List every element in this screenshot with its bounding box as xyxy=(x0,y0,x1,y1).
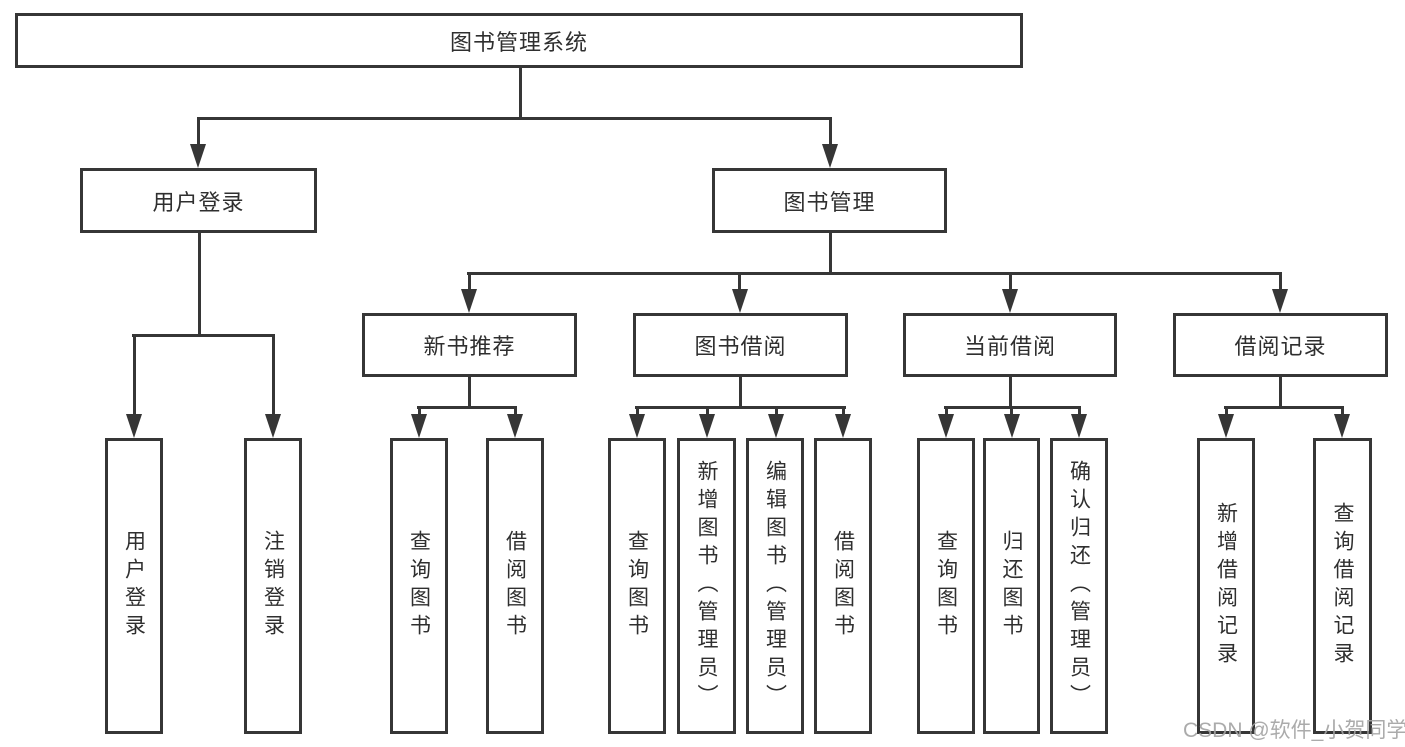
node-label: 编辑图书（管理员） xyxy=(763,460,787,712)
connector-to-book-mgmt xyxy=(829,117,832,149)
arrow-down-icon xyxy=(629,414,645,438)
arrow-down-icon xyxy=(411,414,427,438)
connector-bb-branch xyxy=(635,406,846,409)
node-leaf-rec-query-books: 查询图书 xyxy=(390,438,448,734)
node-user-login: 用户登录 xyxy=(80,168,317,233)
node-leaf-br-add-record: 新增借阅记录 xyxy=(1197,438,1255,734)
connector-cb-stem xyxy=(1009,375,1012,409)
node-leaf-bb-add-books-admin: 新增图书（管理员） xyxy=(677,438,736,734)
node-label: 借阅记录 xyxy=(1234,334,1327,359)
node-leaf-bb-edit-books-admin: 编辑图书（管理员） xyxy=(746,438,804,734)
node-leaf-cb-return-books: 归还图书 xyxy=(983,438,1040,734)
arrow-down-icon xyxy=(507,414,523,438)
node-leaf-bb-query-books: 查询图书 xyxy=(608,438,666,734)
arrow-down-icon xyxy=(1218,414,1234,438)
connector-book-mgmt-stem xyxy=(829,231,832,275)
connector-to-bb-edit xyxy=(775,406,778,418)
connector-to-cb-return xyxy=(1010,406,1013,418)
connector-to-new-book-rec xyxy=(468,272,471,294)
connector-to-br-query xyxy=(1341,406,1344,418)
connector-to-bb-add xyxy=(706,406,709,418)
node-label: 新增借阅记录 xyxy=(1214,502,1238,670)
node-leaf-user-login: 用户登录 xyxy=(105,438,163,734)
node-label: 新增图书（管理员） xyxy=(695,460,718,712)
arrow-down-icon xyxy=(768,414,784,438)
arrow-down-icon xyxy=(1002,289,1018,313)
node-leaf-cb-query-books: 查询图书 xyxy=(917,438,975,734)
node-label: 查询图书 xyxy=(934,530,958,642)
node-new-book-recommend: 新书推荐 xyxy=(362,313,577,377)
arrow-down-icon xyxy=(822,144,838,168)
arrow-down-icon xyxy=(699,414,715,438)
node-label: 用户登录 xyxy=(152,189,245,215)
connector-br-branch xyxy=(1224,406,1344,409)
arrow-down-icon xyxy=(1004,414,1020,438)
connector-user-login-branch xyxy=(132,334,275,337)
node-leaf-logout: 注销登录 xyxy=(244,438,302,734)
arrow-down-icon xyxy=(126,414,142,438)
node-label: 当前借阅 xyxy=(963,334,1056,359)
connector-to-bb-query xyxy=(636,406,639,418)
connector-bb-stem xyxy=(739,375,742,409)
connector-to-cb-confirm xyxy=(1078,406,1081,418)
node-label: 图书管理 xyxy=(783,189,876,215)
connector-root-stem xyxy=(519,65,522,120)
node-label: 用户登录 xyxy=(122,530,146,642)
node-leaf-bb-borrow-books: 借阅图书 xyxy=(814,438,872,734)
connector-to-leaf-logout xyxy=(272,334,275,418)
arrow-down-icon xyxy=(938,414,954,438)
node-book-management: 图书管理 xyxy=(712,168,947,233)
node-library-management-system: 图书管理系统 xyxy=(15,13,1023,68)
arrow-down-icon xyxy=(190,144,206,168)
node-label: 新书推荐 xyxy=(423,334,516,359)
arrow-down-icon xyxy=(732,289,748,313)
connector-rec-branch xyxy=(417,406,517,409)
connector-to-borrow-record xyxy=(1279,272,1282,294)
arrow-down-icon xyxy=(835,414,851,438)
node-leaf-rec-borrow-books: 借阅图书 xyxy=(486,438,544,734)
connector-level3-branch xyxy=(467,272,1282,275)
node-label: 图书借阅 xyxy=(694,334,787,359)
node-label: 借阅图书 xyxy=(831,530,855,642)
node-borrowing-records: 借阅记录 xyxy=(1173,313,1388,377)
node-leaf-br-query-record: 查询借阅记录 xyxy=(1313,438,1372,734)
node-label: 注销登录 xyxy=(261,530,285,642)
arrow-down-icon xyxy=(265,414,281,438)
connector-br-stem xyxy=(1279,375,1282,409)
node-label: 查询图书 xyxy=(407,530,431,642)
connector-to-rec-query xyxy=(418,406,421,418)
node-label: 确认归还（管理员） xyxy=(1067,460,1091,712)
node-label: 图书管理系统 xyxy=(449,29,588,55)
connector-to-leaf-user-login xyxy=(133,334,136,418)
node-current-borrowing: 当前借阅 xyxy=(903,313,1117,377)
connector-to-user-login xyxy=(197,117,200,149)
node-leaf-cb-confirm-return-admin: 确认归还（管理员） xyxy=(1050,438,1108,734)
arrow-down-icon xyxy=(1272,289,1288,313)
connector-to-rec-borrow xyxy=(514,406,517,418)
arrow-down-icon xyxy=(1071,414,1087,438)
arrow-down-icon xyxy=(461,289,477,313)
node-book-borrowing: 图书借阅 xyxy=(633,313,848,377)
connector-to-cb-query xyxy=(945,406,948,418)
connector-level2-branch xyxy=(197,117,832,120)
connector-user-login-stem xyxy=(198,231,201,336)
arrow-down-icon xyxy=(1334,414,1350,438)
node-label: 归还图书 xyxy=(1000,530,1023,642)
node-label: 借阅图书 xyxy=(503,530,527,642)
connector-to-bb-borrow xyxy=(842,406,845,418)
connector-to-book-borrow xyxy=(738,272,741,294)
connector-to-br-add xyxy=(1225,406,1228,418)
connector-to-current-borrow xyxy=(1009,272,1012,294)
csdn-watermark: CSDN @软件_小贺同学 xyxy=(1183,719,1405,742)
node-label: 查询图书 xyxy=(625,530,649,642)
node-label: 查询借阅记录 xyxy=(1331,502,1354,670)
connector-rec-stem xyxy=(468,375,471,409)
